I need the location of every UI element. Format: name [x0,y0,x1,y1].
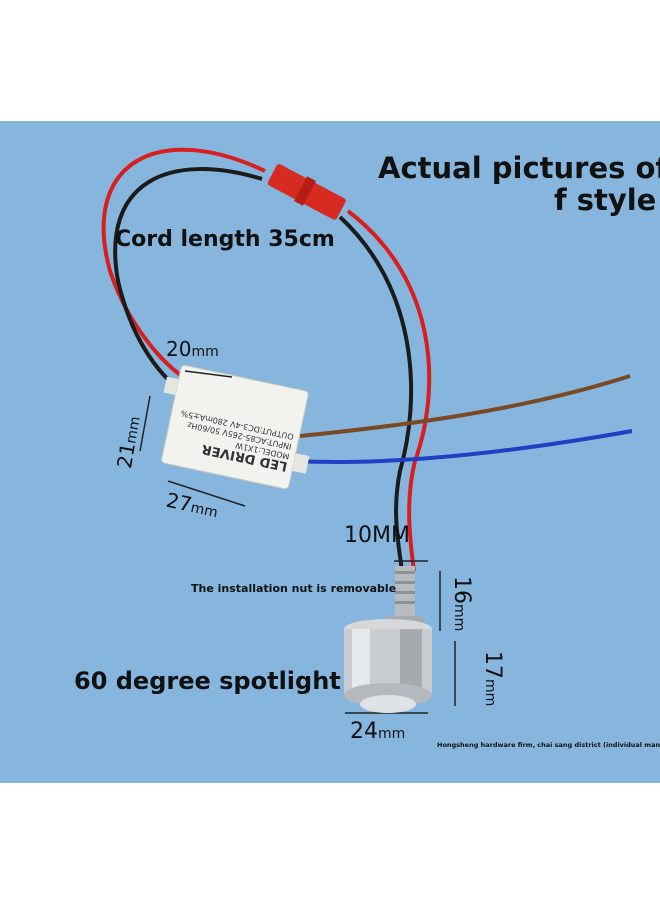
dimension-24mm: 24mm [350,719,405,744]
black-wire-right [338,215,414,572]
dimension-16mm: 16mm [449,576,474,631]
dim-value: 17 [480,651,505,679]
jst-connector [267,164,346,220]
red-wire-right [346,209,432,572]
dim-value: 16 [449,576,474,604]
black-wire-left [113,167,263,393]
dim-value: 24 [350,719,378,744]
spotlight-label: 60 degree spotlight [74,667,341,695]
brown-wire [299,374,631,438]
dim-value: 20 [166,337,192,361]
dimension-10mm: 10MM [344,523,410,548]
dimension-20mm: 20mm [166,337,219,361]
dim-unit: mm [191,344,219,360]
nut-note: The installation nut is removable [191,582,397,595]
dim-unit: mm [123,415,144,445]
title-line-1: Actual pictures of [378,151,660,185]
wiring-illustration [101,147,633,714]
dim-unit: mm [451,604,467,632]
product-photo: Actual pictures of f style Cord length 3… [0,121,660,783]
title-line-2: f style [554,183,657,217]
spotlight-body [344,619,432,713]
dim-unit: mm [378,726,406,742]
red-wire-left [101,147,266,383]
dimension-17mm: 17mm [480,651,505,706]
cord-length-label: Cord length 35cm [115,227,335,252]
led-driver-box [161,364,310,490]
blue-wire [294,429,633,464]
dim-unit: mm [482,679,498,707]
manufacturer-note: Hongsheng hardware firm, chai sang distr… [437,741,660,749]
dim-value: 21 [112,440,141,471]
